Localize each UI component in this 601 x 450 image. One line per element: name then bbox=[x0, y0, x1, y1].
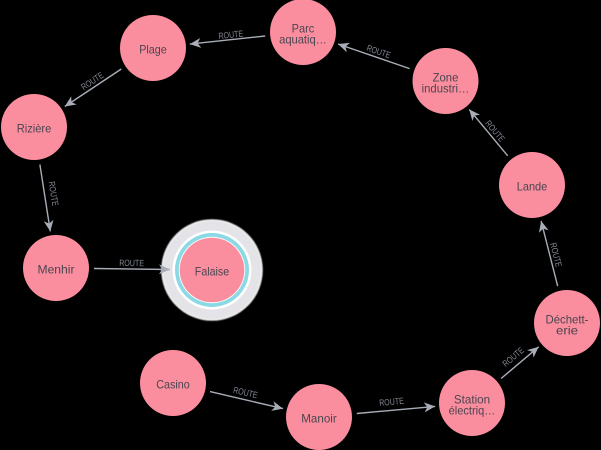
svg-text:ROUTE: ROUTE bbox=[218, 29, 244, 42]
svg-text:Lande: Lande bbox=[517, 180, 548, 194]
svg-text:Rizière: Rizière bbox=[17, 122, 52, 136]
svg-text:Plage: Plage bbox=[139, 43, 167, 57]
svg-text:ROUTE: ROUTE bbox=[119, 258, 144, 268]
svg-text:Déchett-erie: Déchett-erie bbox=[546, 313, 589, 338]
svg-text:ROUTE: ROUTE bbox=[379, 396, 405, 408]
svg-text:Falaise: Falaise bbox=[195, 265, 230, 279]
svg-text:Manoir: Manoir bbox=[301, 412, 337, 426]
svg-text:ROUTE: ROUTE bbox=[47, 181, 61, 207]
svg-text:Menhir: Menhir bbox=[38, 263, 75, 277]
svg-text:Casino: Casino bbox=[156, 378, 190, 392]
